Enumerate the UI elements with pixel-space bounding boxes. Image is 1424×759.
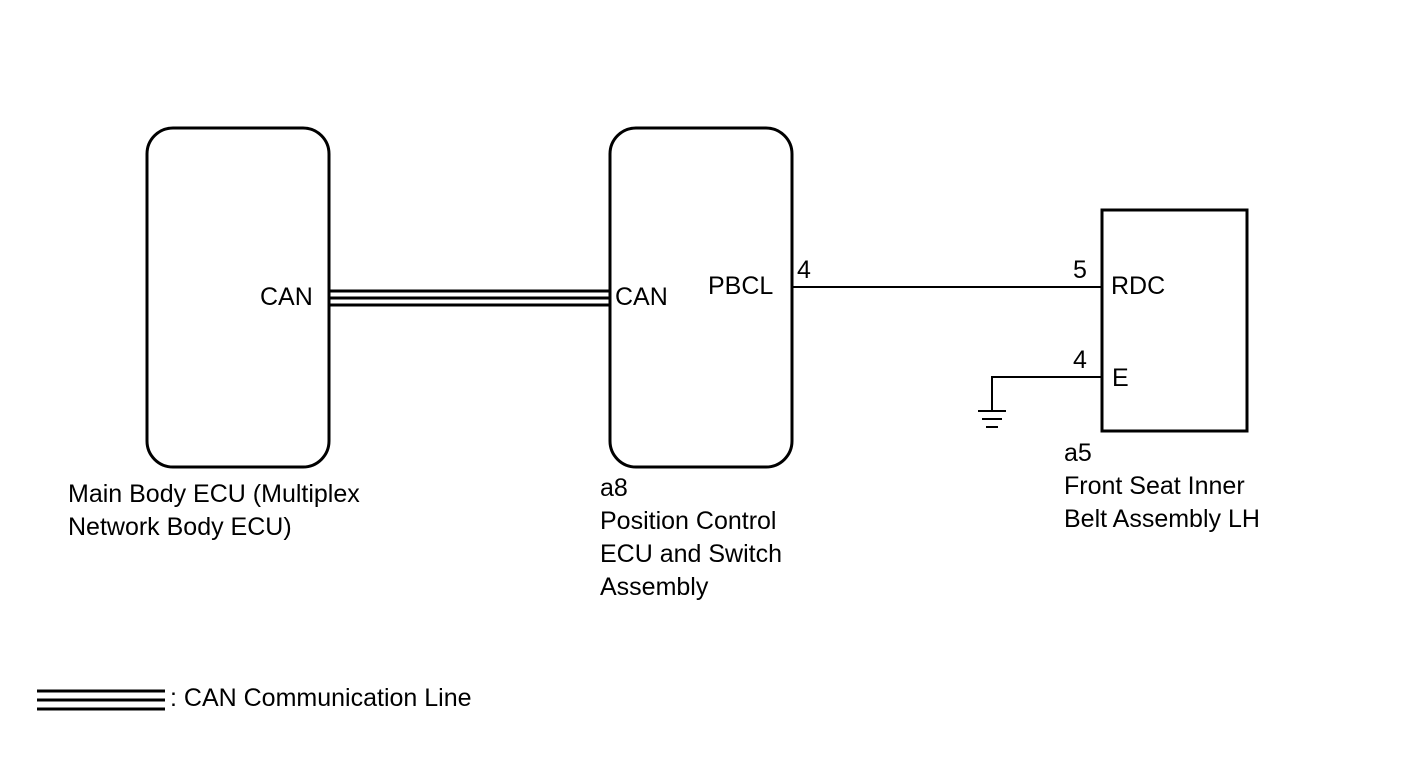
- rdc-pin-number: 5: [1073, 256, 1087, 284]
- front-seat-belt-name-line-2: Belt Assembly LH: [1064, 505, 1260, 533]
- main-body-ecu-name-line-1: Main Body ECU (Multiplex: [68, 480, 360, 508]
- e-pin-label: E: [1112, 364, 1129, 392]
- ground-wire: [991, 376, 1102, 411]
- ground-icon: [978, 410, 1006, 428]
- main-body-ecu-can-label: CAN: [260, 283, 313, 311]
- position-control-ecu-connector: a8: [600, 474, 628, 502]
- position-control-ecu-can-label: CAN: [615, 283, 668, 311]
- legend-can-line-symbol: [37, 689, 165, 711]
- main-body-ecu-name: Main Body ECU (Multiplex Network Body EC…: [68, 478, 360, 544]
- front-seat-belt-connector: a5: [1064, 439, 1092, 467]
- position-control-ecu-name-line-3: Assembly: [600, 573, 709, 601]
- position-control-ecu-name: a8 Position Control ECU and Switch Assem…: [600, 472, 782, 604]
- front-seat-belt-name: a5 Front Seat Inner Belt Assembly LH: [1064, 437, 1260, 536]
- position-control-ecu-pbcl-label: PBCL: [708, 272, 774, 300]
- can-communication-line: [329, 289, 610, 307]
- rdc-pin-label: RDC: [1111, 272, 1166, 300]
- e-pin-number: 4: [1073, 346, 1087, 374]
- main-body-ecu-name-line-2: Network Body ECU): [68, 513, 292, 541]
- position-control-ecu-name-line-2: ECU and Switch: [600, 540, 783, 568]
- position-control-ecu-name-line-1: Position Control: [600, 507, 777, 535]
- pbcl-pin-number: 4: [797, 256, 811, 284]
- front-seat-belt-name-line-1: Front Seat Inner: [1064, 472, 1245, 500]
- front-seat-belt-box: [1100, 208, 1249, 433]
- legend-can-line-label: : CAN Communication Line: [170, 684, 472, 712]
